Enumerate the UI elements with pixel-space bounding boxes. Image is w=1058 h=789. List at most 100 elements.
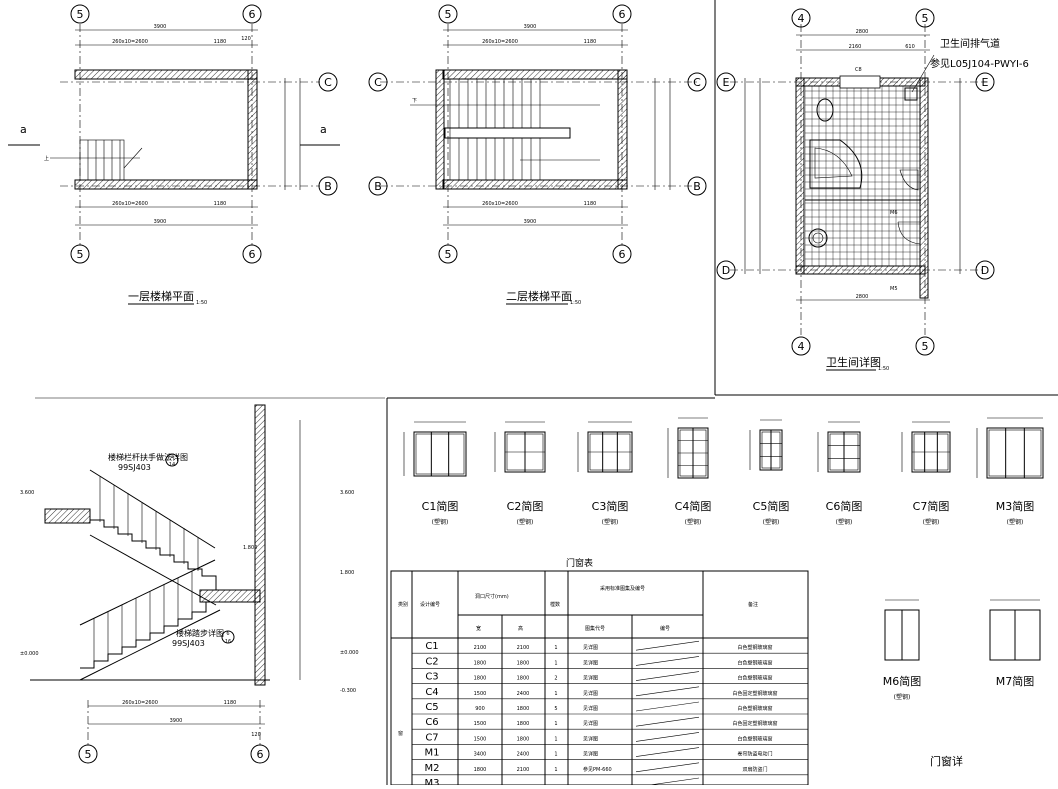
svg-text:C7: C7 bbox=[425, 732, 438, 743]
window-c7: C7简图(塑钢) bbox=[901, 421, 951, 526]
svg-text:1180: 1180 bbox=[584, 39, 597, 45]
svg-text:5: 5 bbox=[85, 748, 92, 761]
svg-text:6: 6 bbox=[619, 248, 626, 261]
toilet-note-ref: 参见L05J104-PWYI-6 bbox=[930, 57, 1029, 70]
svg-text:1800: 1800 bbox=[474, 767, 487, 773]
axis-bubble-6: 6 bbox=[250, 744, 270, 764]
window-c3: C3简图(塑钢) bbox=[577, 421, 633, 526]
svg-text:3400: 3400 bbox=[474, 752, 487, 758]
svg-text:99SJ403: 99SJ403 bbox=[118, 463, 151, 472]
window-label-c1: C1简图 bbox=[422, 499, 459, 513]
axis-bubble-6-top: 6 bbox=[612, 4, 632, 24]
svg-text:1: 1 bbox=[554, 752, 557, 758]
svg-text:6: 6 bbox=[249, 248, 256, 261]
svg-text:5: 5 bbox=[77, 8, 84, 21]
svg-text:3900: 3900 bbox=[524, 219, 537, 225]
svg-text:3.600: 3.600 bbox=[340, 490, 354, 496]
axis-bubble-5-bottom: 5 bbox=[438, 244, 458, 264]
svg-text:±0.000: ±0.000 bbox=[340, 650, 359, 656]
svg-text:3900: 3900 bbox=[154, 24, 167, 30]
window-c5: C5简图(塑钢) bbox=[749, 419, 790, 526]
svg-text:C: C bbox=[324, 76, 332, 89]
svg-text:窗: 窗 bbox=[398, 730, 403, 737]
window-m3: M3简图 (塑钢) bbox=[976, 417, 1044, 526]
toilet-note-title: 卫生间排气道 bbox=[940, 37, 1000, 50]
svg-text:采用标准图集及编号: 采用标准图集及编号 bbox=[600, 585, 645, 592]
svg-text:白色塑钢玻璃窗: 白色塑钢玻璃窗 bbox=[737, 675, 772, 682]
svg-text:1800: 1800 bbox=[517, 676, 530, 682]
corner-title: 门窗详 bbox=[930, 754, 963, 768]
door-window-table: 门窗表 类别 设计编号 洞口尺寸(mm) 宽 高 樘数 采用标准图集及编号 图集… bbox=[390, 557, 809, 789]
svg-text:3900: 3900 bbox=[154, 219, 167, 225]
svg-text:1: 1 bbox=[554, 736, 557, 742]
svg-text:见详图: 见详图 bbox=[583, 675, 598, 682]
svg-text:5: 5 bbox=[445, 248, 452, 261]
svg-text:5: 5 bbox=[77, 248, 84, 261]
svg-text:B: B bbox=[374, 180, 382, 193]
svg-text:5: 5 bbox=[554, 706, 557, 712]
svg-text:2100: 2100 bbox=[517, 767, 530, 773]
svg-text:2400: 2400 bbox=[517, 752, 530, 758]
svg-text:4: 4 bbox=[798, 340, 805, 353]
axis-bubble-5: 5 bbox=[78, 744, 98, 764]
svg-text:260x10=2600: 260x10=2600 bbox=[112, 201, 148, 207]
svg-text:1:50: 1:50 bbox=[878, 366, 889, 372]
axis-bubble-d-right: D bbox=[975, 260, 995, 280]
table-title: 门窗表 bbox=[566, 557, 593, 569]
svg-text:260x10=2600: 260x10=2600 bbox=[482, 39, 518, 45]
svg-text:C8: C8 bbox=[855, 67, 862, 73]
svg-text:(塑钢): (塑钢) bbox=[894, 693, 911, 701]
window-label-c5: C5简图 bbox=[753, 499, 790, 513]
svg-text:5: 5 bbox=[445, 8, 452, 21]
svg-text:6: 6 bbox=[257, 748, 264, 761]
window-material-c1: (塑钢) bbox=[432, 518, 449, 526]
axis-bubble-5-bottom: 5 bbox=[915, 336, 935, 356]
window-material-c6: (塑钢) bbox=[836, 518, 853, 526]
floor2-plan: 5 6 5 6 C B C B 3900 260x10=2600 1180 bbox=[368, 4, 707, 306]
svg-text:1.800: 1.800 bbox=[340, 570, 354, 576]
svg-text:见详图: 见详图 bbox=[583, 659, 598, 666]
window-label-c2: C2简图 bbox=[507, 499, 544, 513]
floor1-title: 一层楼梯平面 bbox=[128, 289, 194, 303]
svg-text:1180: 1180 bbox=[214, 39, 227, 45]
window-label-m3: M3简图 bbox=[996, 499, 1035, 513]
table-row: M3 bbox=[425, 777, 700, 789]
svg-text:M3: M3 bbox=[425, 778, 440, 785]
svg-text:6: 6 bbox=[619, 8, 626, 21]
axis-bubble-5-bottom: 5 bbox=[70, 244, 90, 264]
svg-text:见详图: 见详图 bbox=[583, 720, 598, 727]
svg-text:B: B bbox=[693, 180, 701, 193]
svg-text:备注: 备注 bbox=[748, 601, 758, 608]
svg-text:1800: 1800 bbox=[474, 660, 487, 666]
door-label-m7: M7简图 bbox=[996, 674, 1035, 688]
svg-text:D: D bbox=[722, 264, 730, 277]
svg-text:C: C bbox=[374, 76, 382, 89]
axis-bubble-6-top: 6 bbox=[242, 4, 262, 24]
svg-text:3900: 3900 bbox=[170, 718, 183, 724]
svg-text:1800: 1800 bbox=[474, 676, 487, 682]
floor2-title: 二层楼梯平面 bbox=[506, 289, 572, 303]
svg-text:1: 1 bbox=[554, 721, 557, 727]
door-m6: M6简图(塑钢) bbox=[883, 599, 921, 701]
svg-text:图集代号: 图集代号 bbox=[585, 625, 605, 632]
axis-bubble-b-right: B bbox=[687, 176, 707, 196]
svg-text:下: 下 bbox=[412, 98, 417, 104]
svg-text:M2: M2 bbox=[425, 763, 440, 774]
svg-text:1: 1 bbox=[554, 660, 557, 666]
svg-text:白色塑钢玻璃窗: 白色塑钢玻璃窗 bbox=[737, 735, 772, 742]
axis-bubble-5-top: 5 bbox=[915, 8, 935, 28]
window-c6: C6简图(塑钢) bbox=[817, 421, 862, 526]
svg-text:见详图: 见详图 bbox=[583, 690, 598, 697]
window-material-m3: (塑钢) bbox=[1007, 518, 1024, 526]
svg-text:见详图: 见详图 bbox=[583, 644, 598, 651]
svg-text:4: 4 bbox=[798, 12, 805, 25]
svg-text:5: 5 bbox=[922, 340, 929, 353]
svg-text:设计编号: 设计编号 bbox=[420, 601, 440, 608]
svg-text:M5: M5 bbox=[890, 286, 898, 292]
svg-text:260x10=2600: 260x10=2600 bbox=[482, 201, 518, 207]
